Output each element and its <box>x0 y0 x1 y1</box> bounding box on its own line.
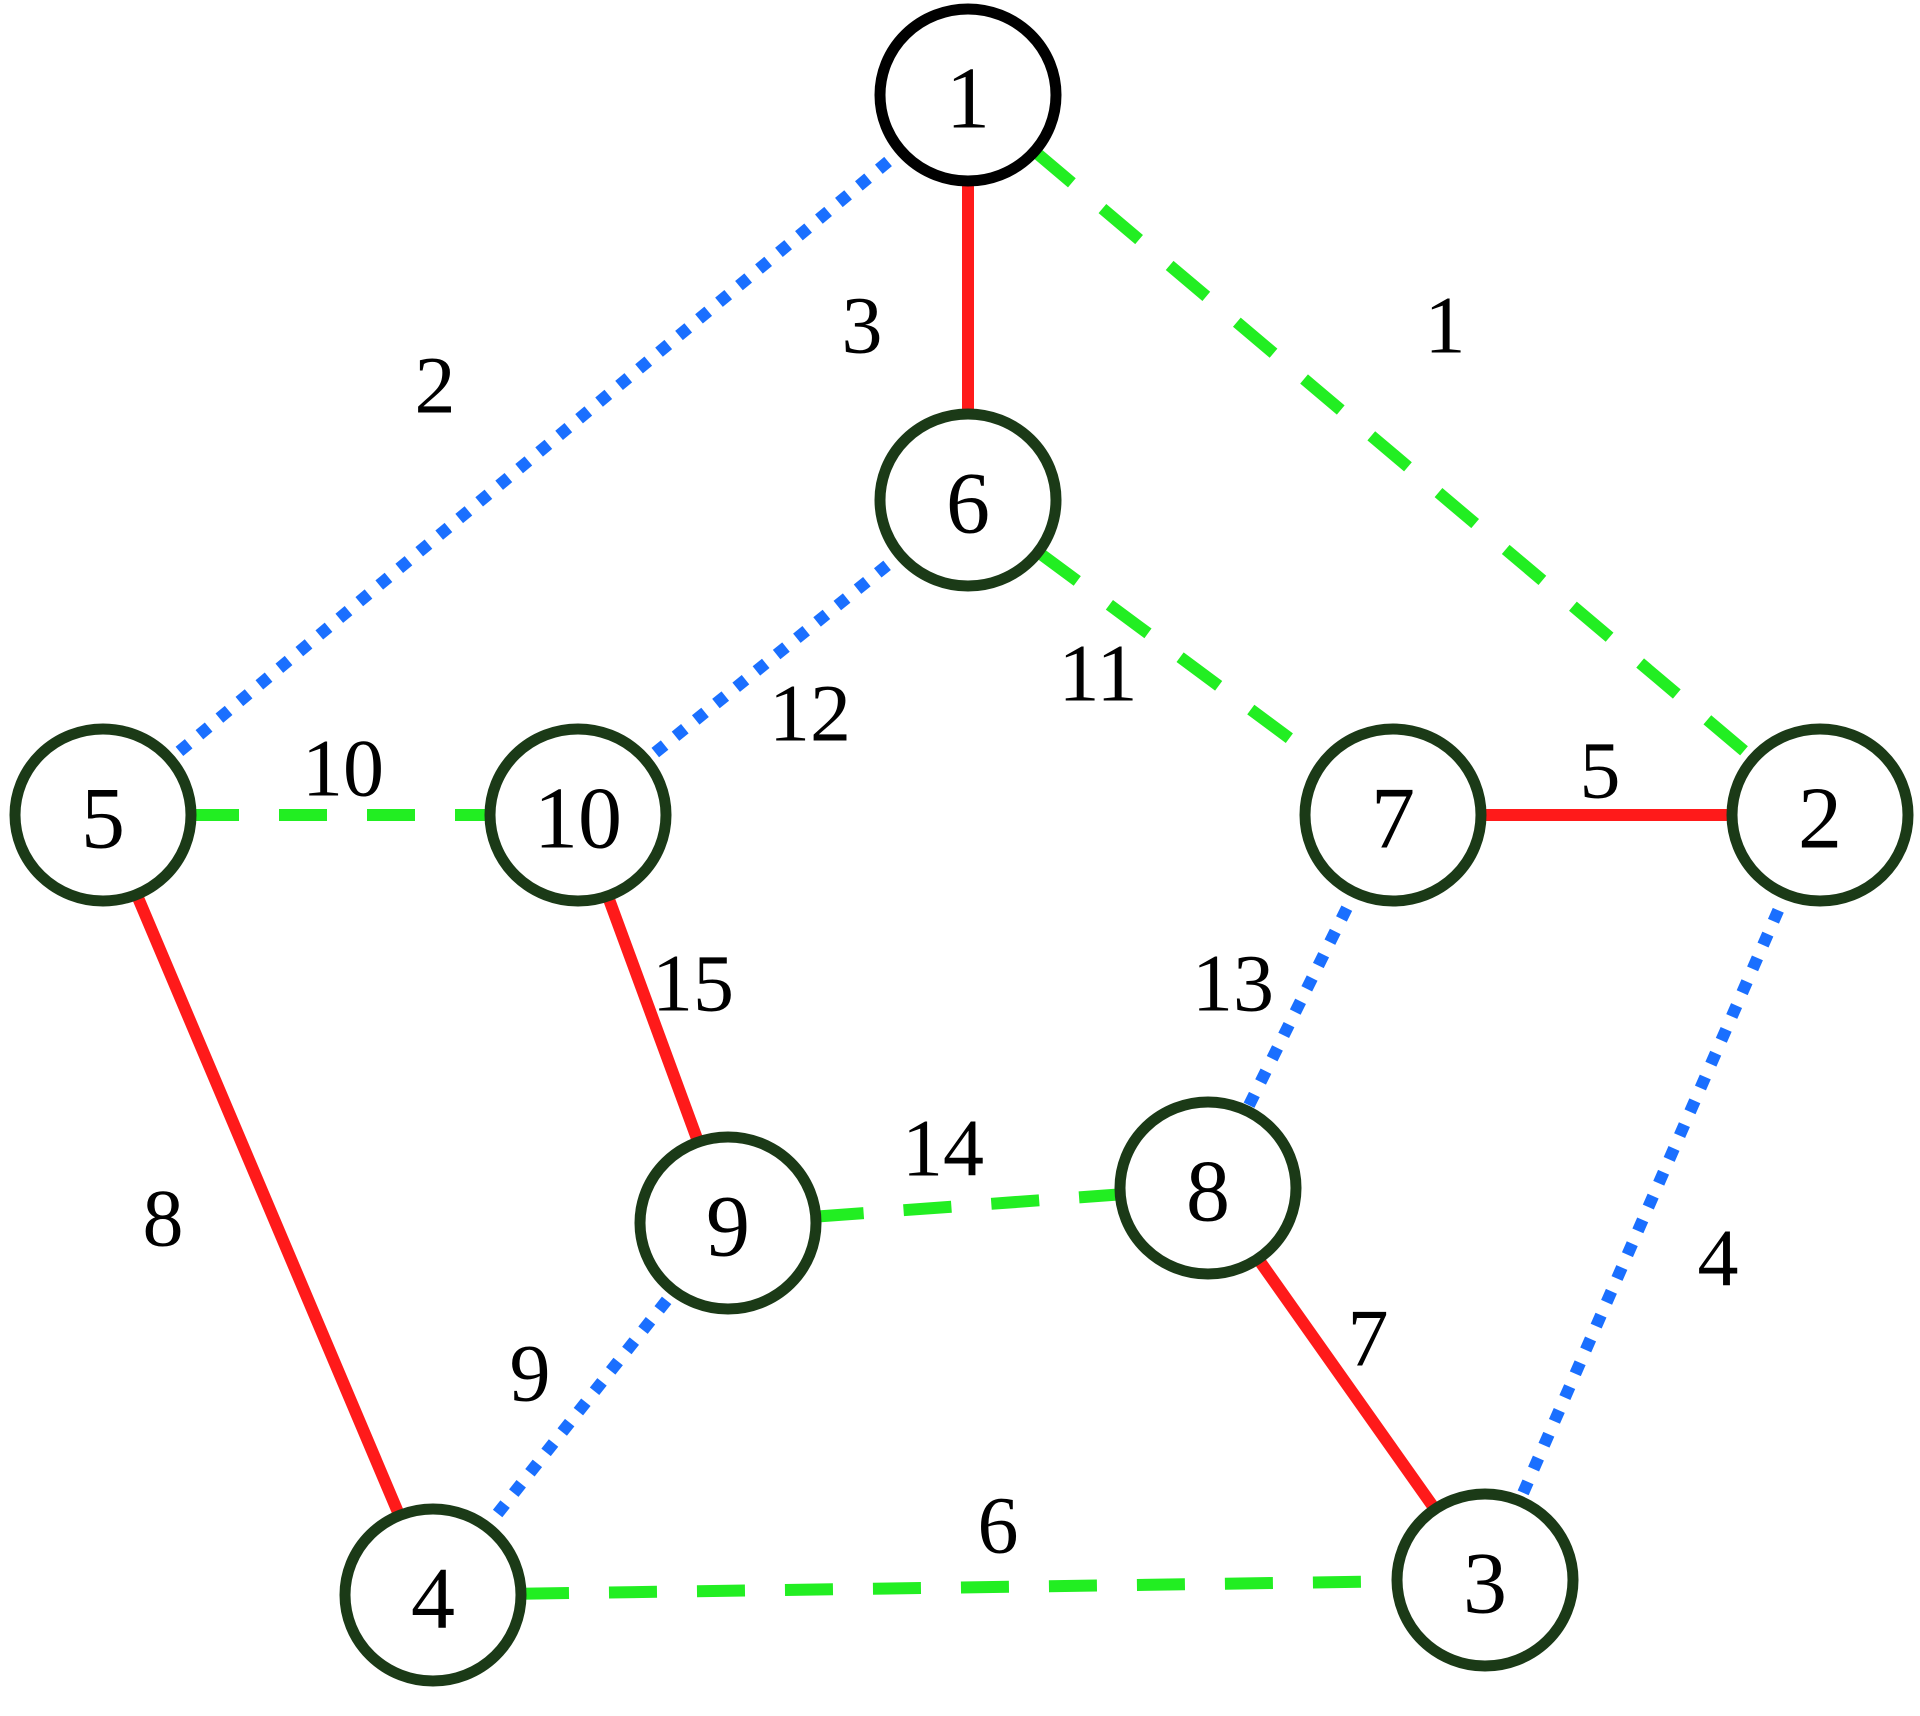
node-7: 7 <box>1299 723 1487 907</box>
edge-weight-label: 9 <box>510 1328 551 1419</box>
node-circle <box>1299 723 1487 907</box>
edge-5-4 <box>97 812 439 1598</box>
node-3: 3 <box>1391 1488 1579 1672</box>
edge-weight-label: 12 <box>769 668 851 759</box>
edge-weight-label: 6 <box>978 1480 1019 1571</box>
node-6: 6 <box>874 408 1062 592</box>
node-circle <box>1726 723 1914 907</box>
node-circle <box>484 723 672 907</box>
edge-1-2 <box>964 90 1824 820</box>
node-label: 3 <box>1463 1536 1507 1633</box>
node-label: 4 <box>411 1551 455 1648</box>
node-circle <box>1391 1488 1579 1672</box>
edge-weight-label: 13 <box>1192 938 1274 1029</box>
node-circle <box>9 723 197 907</box>
edge-weight-label: 10 <box>302 723 384 814</box>
node-4: 4 <box>339 1503 527 1687</box>
node-10: 10 <box>484 723 672 907</box>
node-label: 9 <box>706 1179 750 1276</box>
node-label: 10 <box>534 771 622 868</box>
edge-weight-label: 4 <box>1698 1213 1739 1304</box>
edge-weight-label: 5 <box>1580 725 1621 816</box>
edge-weight-label: 2 <box>415 340 456 431</box>
node-circle <box>339 1503 527 1687</box>
node-5: 5 <box>9 723 197 907</box>
node-label: 8 <box>1186 1144 1230 1241</box>
edge-weight-label: 11 <box>1059 628 1138 719</box>
edge-weight-label: 14 <box>902 1103 984 1194</box>
edge-weight-label: 3 <box>842 280 883 371</box>
node-label: 6 <box>946 456 990 553</box>
node-label: 5 <box>81 771 125 868</box>
edges-layer <box>97 90 1826 1601</box>
edge-weight-label: 15 <box>652 938 734 1029</box>
node-circle <box>874 408 1062 592</box>
edge-weight-label: 1 <box>1425 280 1466 371</box>
edge-4-3 <box>432 1574 1486 1601</box>
node-circle <box>634 1131 822 1315</box>
edge-2-3 <box>1479 812 1826 1583</box>
node-8: 8 <box>1114 1096 1302 1280</box>
node-circle <box>1114 1096 1302 1280</box>
node-label: 7 <box>1371 771 1415 868</box>
node-label: 1 <box>946 51 990 148</box>
node-1: 1 <box>874 3 1062 187</box>
node-9: 9 <box>634 1131 822 1315</box>
node-2: 2 <box>1726 723 1914 907</box>
node-label: 2 <box>1798 771 1842 868</box>
edge-weight-label: 7 <box>1348 1293 1389 1384</box>
edge-1-5 <box>99 90 972 820</box>
edge-weight-label: 8 <box>143 1173 184 1264</box>
node-circle <box>874 3 1062 187</box>
